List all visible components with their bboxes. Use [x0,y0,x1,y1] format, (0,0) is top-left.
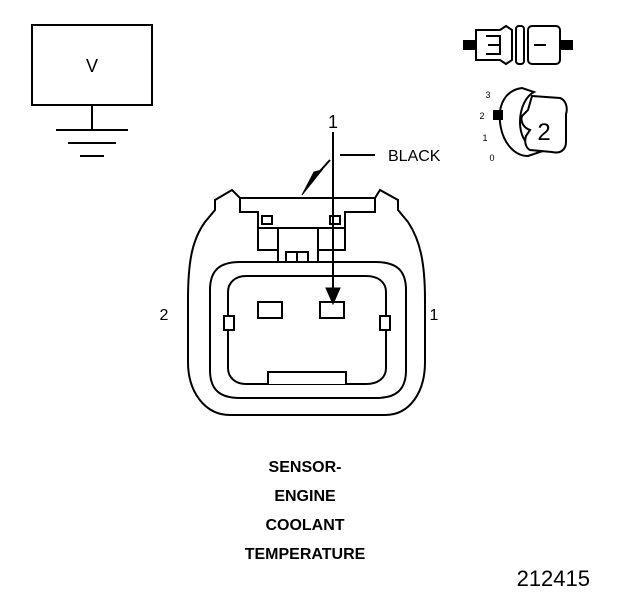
tick-label-2: 2 [479,111,484,121]
caption-line-4: TEMPERATURE [244,546,366,563]
inline-connector-icon [463,24,573,66]
figure-number: 212415 [516,566,590,591]
cavity-label-right: 1 [430,307,439,324]
tick-label-0: 0 [489,153,494,163]
caption-line-3: COOLANT [265,517,345,534]
pin-number-label: 1 [328,112,338,132]
voltage-source-symbol [31,24,153,157]
terminal-cavity-2 [257,301,283,319]
connector-face [187,188,426,416]
pointer-arrowhead [301,169,324,196]
terminal-cavity-1 [319,301,345,319]
connector-position-icon [493,86,568,158]
tick-label-1: 1 [482,133,487,143]
caption-line-1: SENSOR- [268,459,342,476]
cavity-label-left: 2 [160,307,169,324]
wire-color-label: BLACK [388,148,441,165]
connector-cavity-face [227,275,387,385]
pin-1-callout [301,132,375,306]
pin-1-arrowhead [325,287,341,306]
connector-position-label: 2 [537,119,550,146]
voltage-label: V [86,56,98,76]
tick-label-3: 3 [485,90,490,100]
caption-line-2: ENGINE [274,488,336,505]
